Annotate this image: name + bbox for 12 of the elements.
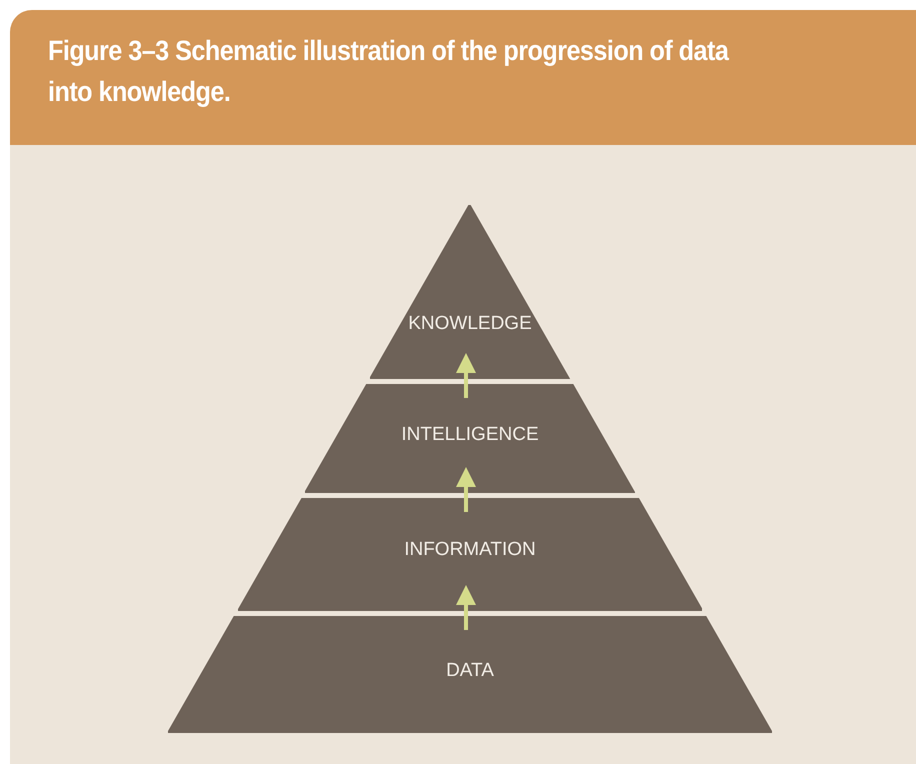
tier-label: KNOWLEDGE <box>408 313 532 335</box>
arrow <box>456 585 476 630</box>
figure-title: Figure 3–3 Schematic illustration of the progression of data into knowledge. <box>48 34 730 109</box>
tier-label: INFORMATION <box>404 539 536 561</box>
tier-label: INTELLIGENCE <box>401 424 539 446</box>
arrow <box>456 467 476 512</box>
pyramid-tier <box>168 616 772 733</box>
pyramid-top <box>370 205 570 379</box>
arrow <box>456 353 476 398</box>
pyramid-tier <box>305 384 635 493</box>
tier-label: DATA <box>446 660 494 682</box>
pyramid-tier <box>238 498 702 611</box>
